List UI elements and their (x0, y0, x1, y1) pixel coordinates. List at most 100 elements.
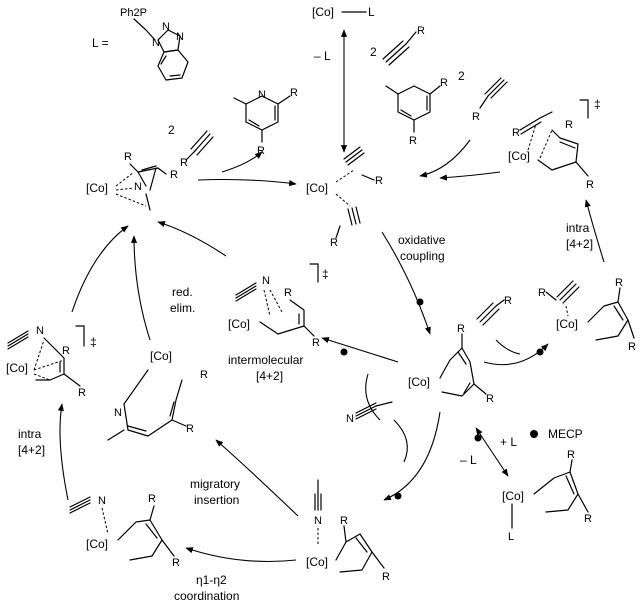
alkyne-left: R (180, 130, 214, 169)
alkyne-cobaltacycle-right: R [Co] R R (538, 277, 636, 353)
oxidative-1: oxidative (398, 233, 446, 247)
svg-text:N: N (346, 413, 354, 425)
svg-text:R: R (440, 77, 448, 89)
alkyne-top: R (382, 25, 425, 66)
svg-text:N: N (134, 181, 142, 193)
alkyne-right: R (472, 77, 508, 123)
ligand-n1: N (152, 37, 160, 49)
svg-text:R: R (586, 179, 594, 191)
red-elim-1: red. (172, 285, 193, 299)
ligand-label: L = (92, 36, 109, 50)
svg-text:R: R (375, 175, 383, 187)
mecp-legend-dot (530, 430, 538, 438)
coordination-2: coordination (174, 589, 239, 603)
svg-text:R: R (472, 111, 480, 123)
svg-text:R: R (290, 87, 298, 99)
svg-text:[Co]: [Co] (306, 181, 328, 195)
alkyne-count-top: 2 (370, 45, 377, 59)
svg-text:[Co]: [Co] (86, 181, 108, 195)
l-cobaltacycle: [Co] L R R (502, 449, 592, 543)
ligand-ph2p: Ph2P (120, 7, 147, 19)
intra-left-1: intra (18, 427, 42, 441)
svg-text:N: N (114, 407, 122, 419)
svg-text:N: N (314, 515, 322, 527)
intra-right-2: [4+2] (566, 237, 593, 251)
svg-text:[Co]: [Co] (150, 349, 172, 363)
arene-product: R R (385, 77, 448, 147)
svg-text:R: R (148, 493, 156, 505)
svg-text:[Co]: [Co] (508, 149, 530, 163)
svg-text:[Co]: [Co] (6, 361, 28, 375)
ts-left: ‡ N R [Co] R (6, 325, 97, 399)
svg-text:[Co]: [Co] (86, 537, 108, 551)
svg-text:[Co]: [Co] (228, 317, 250, 331)
svg-text:R: R (186, 423, 194, 435)
svg-text:R: R (78, 387, 86, 399)
svg-text:R: R (504, 295, 512, 307)
mecp-legend: MECP (548, 427, 583, 441)
minus-l: – L (460, 453, 477, 467)
co-l-co: [Co] (312, 5, 334, 19)
azacobaltacycle: [Co] R N R (107, 349, 208, 441)
intra-left-2: [4+2] (18, 443, 45, 457)
svg-text:R: R (584, 513, 592, 525)
oxidative-2: coupling (400, 249, 445, 263)
svg-text:R: R (284, 287, 292, 299)
mecp-dot-inter (340, 348, 348, 356)
svg-text:R: R (565, 119, 573, 131)
svg-text:[Co]: [Co] (408, 375, 430, 389)
ts-mark-left: ‡ (90, 335, 97, 349)
mecp-dot-right (536, 348, 544, 356)
svg-text:R: R (124, 151, 132, 163)
svg-text:N: N (36, 325, 44, 337)
svg-text:[Co]: [Co] (502, 489, 524, 503)
svg-text:R: R (409, 135, 417, 147)
cobaltacyclopentadiene: [Co] R R (408, 323, 494, 405)
ligand-n3: N (176, 31, 184, 43)
mecp-dot-l (474, 434, 482, 442)
mecp-dot-bottom (394, 492, 402, 500)
svg-text:N: N (262, 275, 270, 287)
bicyclic-complex: [Co] R R N (86, 151, 178, 211)
svg-text:R: R (538, 287, 546, 299)
svg-text:N: N (98, 495, 106, 507)
ts-mark-top-right: ‡ (594, 97, 601, 111)
svg-text:L: L (508, 531, 514, 543)
ts-intermolecular: ‡ N R [Co] R (228, 263, 329, 349)
svg-text:R: R (340, 515, 348, 527)
svg-text:R: R (180, 157, 188, 169)
svg-text:[Co]: [Co] (556, 317, 578, 331)
svg-text:R: R (170, 169, 178, 181)
migratory-1: migratory (190, 477, 240, 491)
ts-mark-inter: ‡ (322, 267, 329, 281)
svg-text:R: R (172, 557, 180, 569)
svg-text:R: R (330, 237, 338, 249)
svg-text:R: R (200, 369, 208, 381)
nitrile-cobaltacycle-left: N [Co] R R (69, 493, 180, 569)
nitrile-cobaltacycle-center: N [Co] R R (306, 479, 390, 583)
svg-text:R: R (486, 393, 494, 405)
intermolecular-1: intermolecular (228, 353, 303, 367)
intra-right-1: intra (566, 221, 590, 235)
alkyne-count-right: 2 (458, 69, 465, 83)
svg-text:R: R (257, 145, 265, 157)
alkyne-count-left: 2 (168, 123, 175, 137)
svg-text:R: R (417, 25, 425, 37)
svg-text:R: R (512, 127, 520, 139)
svg-text:R: R (567, 449, 575, 461)
svg-text:R: R (312, 337, 320, 349)
svg-text:[Co]: [Co] (306, 555, 328, 569)
bis-alkyne-complex: [Co] R R (306, 146, 383, 249)
svg-text:N: N (258, 89, 266, 101)
ligand-n2: N (162, 21, 170, 33)
svg-text:R: R (628, 341, 636, 353)
pyridine-product: N R R (233, 87, 298, 157)
svg-text:R: R (62, 345, 70, 357)
plus-l: + L (500, 435, 517, 449)
svg-text:R: R (457, 323, 465, 335)
svg-text:R: R (382, 571, 390, 583)
co-l-l: L (368, 5, 375, 19)
ligand-structure: L = Ph2P N N N (92, 7, 189, 81)
migratory-2: insertion (194, 493, 239, 507)
